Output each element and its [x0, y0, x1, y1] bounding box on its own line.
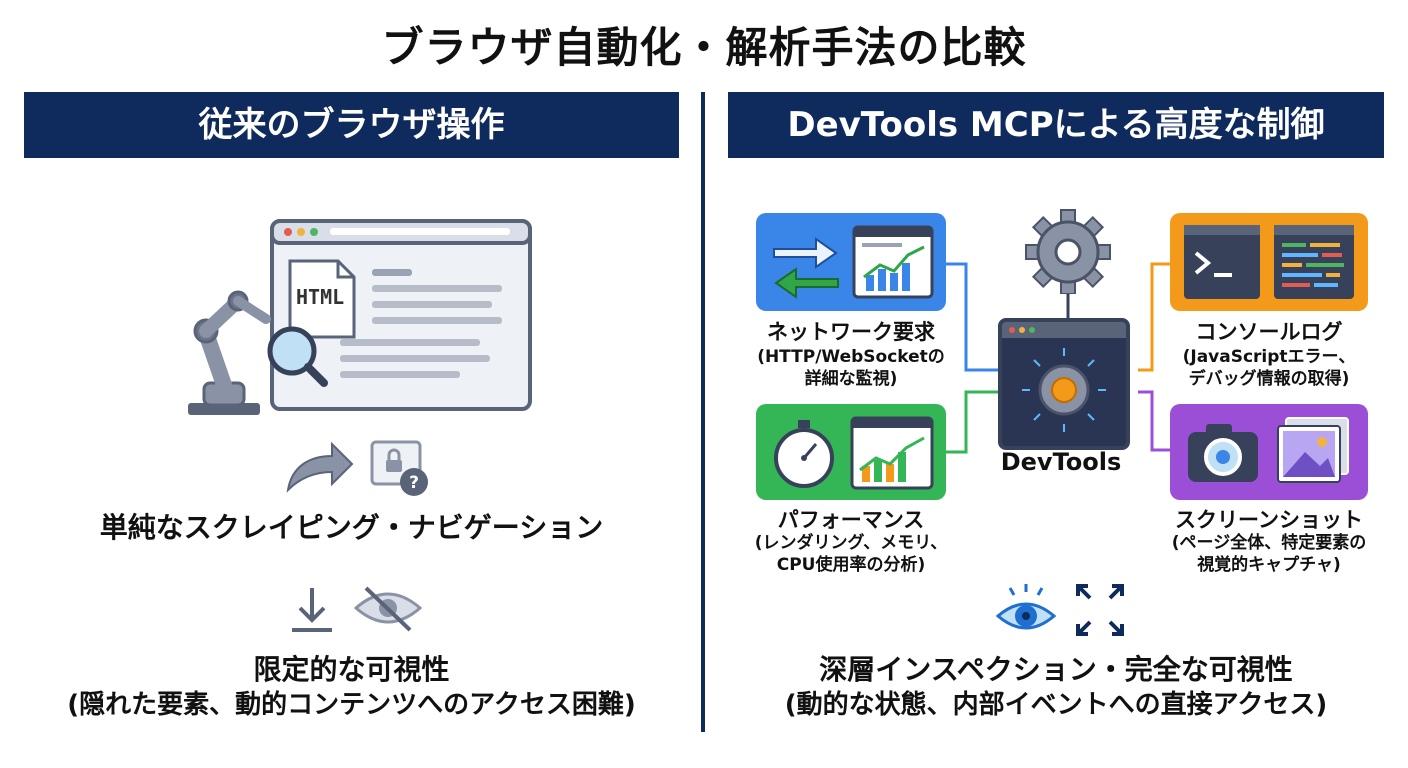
console-desc-2: デバッグ情報の取得) — [1188, 369, 1350, 389]
forward-arrow-icon — [286, 441, 354, 493]
devtools-window — [998, 318, 1130, 450]
visibility-icons — [292, 586, 423, 632]
performance-desc-2: CPU使用率の分析) — [776, 555, 926, 575]
code-log-icon — [1274, 225, 1354, 299]
network-tile — [756, 213, 946, 311]
center-divider — [701, 92, 705, 732]
devtools-label: DevTools — [1000, 448, 1122, 476]
performance-title: パフォーマンス — [777, 508, 925, 532]
console-tile — [1170, 213, 1368, 311]
expand-icon — [1076, 584, 1124, 636]
robot-browser-illustration — [188, 219, 532, 415]
page-title: ブラウザ自動化・解析手法の比較 — [381, 23, 1027, 72]
left-caption-2-line2: (隠れた要素、動的コンテンツへのアクセス困難) — [67, 690, 636, 720]
gear-icon — [1025, 209, 1111, 294]
performance-tile — [756, 404, 946, 500]
eye-icon — [995, 584, 1057, 630]
screenshot-title: スクリーンショット — [1175, 508, 1363, 532]
screenshot-desc-1: (ページ全体、特定要素の — [1171, 533, 1367, 553]
connector-lines — [946, 262, 1170, 454]
terminal-icon — [1184, 225, 1260, 299]
network-title: ネットワーク要求 — [767, 320, 935, 344]
screenshot-tile — [1170, 404, 1368, 500]
html-doc-label: HTML — [296, 285, 345, 309]
right-caption-line1: 深層インスペクション・完全な可視性 — [819, 653, 1293, 686]
svg-text:?: ? — [409, 473, 419, 493]
right-header: DevTools MCPによる高度な制御 — [728, 92, 1384, 158]
left-header: 従来のブラウザ操作 — [24, 92, 679, 158]
network-desc-1: (HTTP/WebSocketの — [757, 347, 945, 367]
right-caption-line2: (動的な状態、内部イベントへの直接アクセス) — [784, 690, 1328, 720]
network-desc-2: 詳細な監視) — [804, 369, 898, 389]
swap-arrows-icon — [773, 237, 838, 269]
console-title: コンソールログ — [1195, 320, 1343, 344]
console-desc-1: (JavaScriptエラー、 — [1182, 347, 1356, 367]
navigation-icons: ? — [286, 440, 428, 496]
screenshot-desc-2: 視覚的キャプチャ) — [1197, 555, 1341, 575]
inspection-icons — [995, 584, 1124, 636]
left-caption-2-line1: 限定的な可視性 — [253, 653, 450, 686]
left-caption-1: 単純なスクレイピング・ナビゲーション — [99, 511, 604, 544]
performance-desc-1: (レンダリング、メモリ、 — [754, 533, 948, 553]
